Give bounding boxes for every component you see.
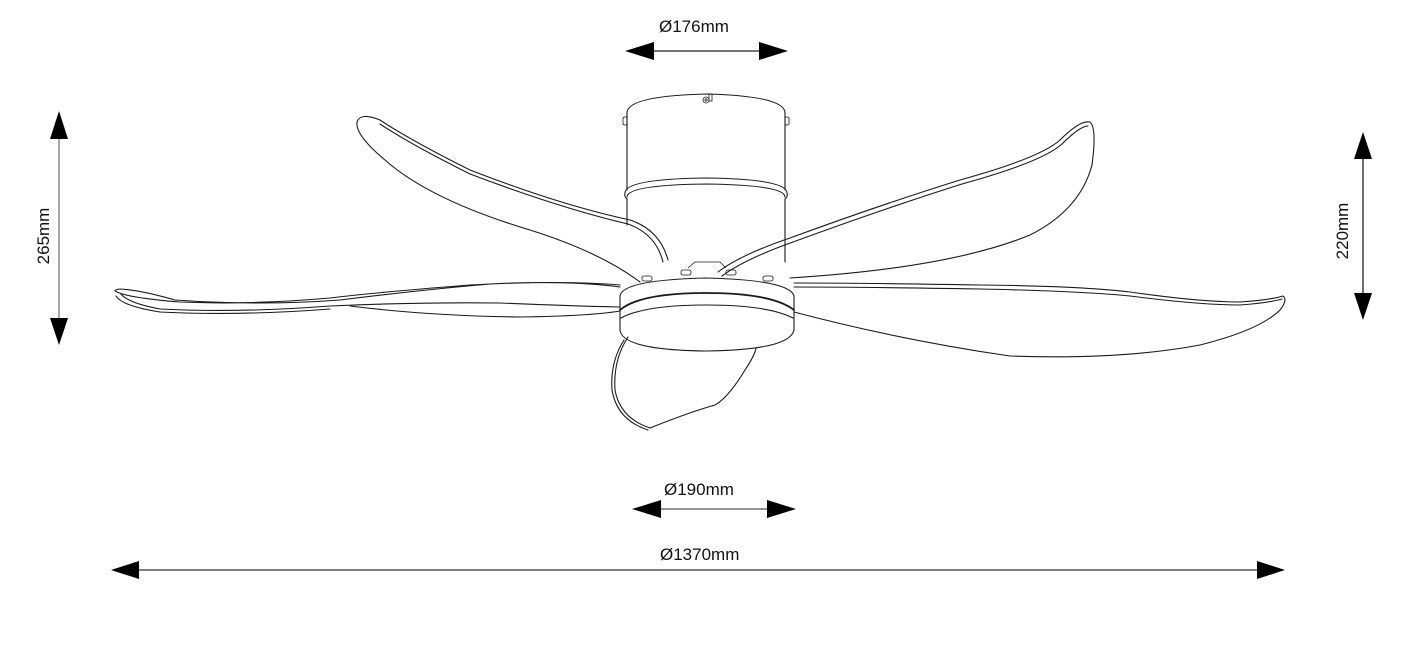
blade-height-dimension <box>1354 132 1372 320</box>
blade-height-label: 220mm <box>1333 202 1352 260</box>
overall-span-label: Ø1370mm <box>660 545 740 564</box>
blade-upper-left <box>356 115 669 283</box>
arrow-left-icon <box>632 500 661 518</box>
arrow-down-icon <box>1354 293 1372 320</box>
arrow-right-icon <box>759 42 788 60</box>
arrow-up-icon <box>50 111 68 139</box>
canopy <box>622 93 790 263</box>
arrow-right-icon <box>1257 561 1285 579</box>
total-height-label: 265mm <box>34 207 53 265</box>
arrow-left-icon <box>111 561 139 579</box>
arrow-right-icon <box>767 500 796 518</box>
total-height-dimension <box>50 111 68 345</box>
light-kit-diameter-label: Ø190mm <box>664 480 734 499</box>
blade-hanging <box>611 336 757 431</box>
light-kit-diameter-dimension <box>632 500 796 518</box>
canopy-diameter-label: Ø176mm <box>659 17 729 36</box>
blade-upper-right <box>717 121 1095 279</box>
blade-left <box>114 281 621 318</box>
overall-span-dimension <box>111 561 1285 579</box>
motor-housing <box>619 261 795 352</box>
canopy-diameter-dimension <box>625 42 788 60</box>
blade-right <box>793 282 1286 358</box>
arrow-up-icon <box>1354 132 1372 159</box>
arrow-left-icon <box>625 42 654 60</box>
arrow-down-icon <box>50 318 68 345</box>
